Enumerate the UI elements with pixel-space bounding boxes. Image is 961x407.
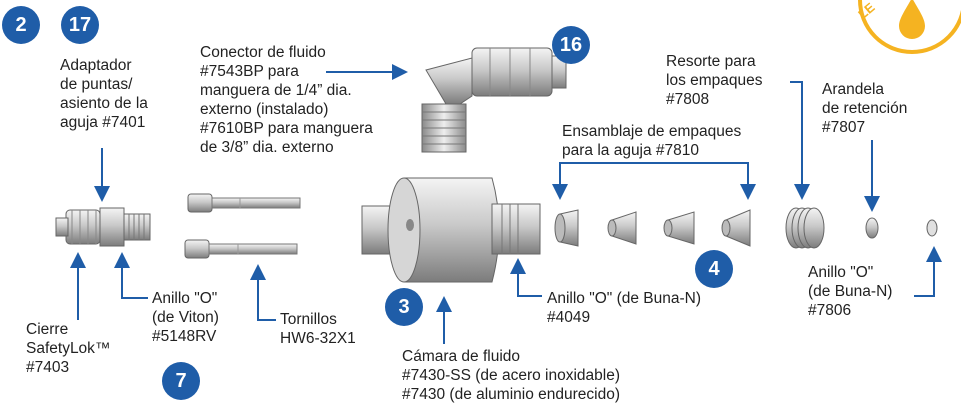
label-anillo-buna: Anillo "O" (de Buna-N) #4049 xyxy=(547,290,702,326)
label-resorte: Resorte para los empaques #7808 xyxy=(666,53,763,108)
needle-packing-set xyxy=(554,209,751,247)
bracket-ensamblaje xyxy=(559,162,756,200)
label-tornillos: Tornillos HW6-32X1 xyxy=(280,311,356,347)
label-adaptador: Adaptador de puntas/ asiento de la aguja… xyxy=(60,57,148,131)
screw-top xyxy=(187,193,301,213)
badge-2: 2 xyxy=(2,6,40,44)
label-conector: Conector de fluido #7543BP para manguera… xyxy=(200,44,373,156)
tip-adapter-part xyxy=(55,207,151,247)
arrow-anillo-viton xyxy=(114,252,148,299)
fluid-connector-part xyxy=(421,47,567,153)
label-anillo-7806: Anillo "O" (de Buna-N) #7806 xyxy=(808,264,893,319)
badge-17: 17 xyxy=(61,6,99,44)
arrow-ensamblaje-left xyxy=(552,162,748,200)
arrow-anillo-7806 xyxy=(914,246,942,297)
label-cierre: Cierre SafetyLok™ #7403 xyxy=(26,321,111,376)
badge-7: 7 xyxy=(162,362,200,400)
label-camara: Cámara de fluido #7430-SS (de acero inox… xyxy=(402,348,621,403)
badge-4: 4 xyxy=(695,250,733,288)
brand-logo: LE xyxy=(855,0,961,54)
screw-bottom xyxy=(184,239,298,259)
packing-spring-part xyxy=(785,207,825,249)
badge-16: 16 xyxy=(552,26,590,64)
label-anillo-viton: Anillo "O" (de Viton) #5148RV xyxy=(152,290,219,345)
arrow-tornillos xyxy=(250,264,276,321)
retaining-washer-part xyxy=(865,217,879,239)
o-ring-7806-part xyxy=(926,219,938,237)
fluid-chamber-part xyxy=(361,177,541,283)
badge-3: 3 xyxy=(385,288,423,326)
label-arandela: Arandela de retención #7807 xyxy=(822,81,908,136)
label-ensamblaje: Ensamblaje de empaques para la aguja #78… xyxy=(562,123,742,159)
arrow-resorte xyxy=(790,81,810,200)
arrow-anillo-buna xyxy=(510,258,542,297)
